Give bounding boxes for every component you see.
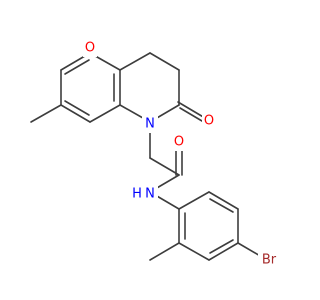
ring-nitrogen-label: N — [145, 117, 155, 132]
bond — [119, 52, 151, 71]
atom-labels: O N O O H N Br — [83, 39, 280, 269]
bond — [30, 104, 62, 123]
molecule-structure: O N O O H N Br — [30, 39, 280, 269]
bond — [177, 101, 206, 119]
bond — [64, 59, 90, 75]
bond — [89, 104, 121, 123]
bromine-label: Br — [262, 253, 277, 268]
lactam-oxygen-label: O — [204, 114, 214, 129]
amide-hydrogen-label: H — [132, 187, 142, 202]
bond — [209, 239, 234, 254]
bond — [149, 157, 180, 176]
bond — [178, 191, 210, 210]
bond — [60, 104, 91, 123]
bonds — [30, 52, 263, 261]
bond — [178, 242, 210, 261]
bond — [149, 242, 180, 261]
bond — [208, 242, 239, 261]
bond — [208, 191, 239, 210]
bond — [179, 107, 203, 122]
bond — [149, 52, 180, 71]
ring-oxygen-label: O — [85, 41, 95, 56]
amide-oxygen-label: O — [174, 135, 184, 150]
bond — [209, 198, 234, 213]
bond — [64, 100, 90, 116]
amide-nitrogen-label: N — [145, 187, 155, 202]
